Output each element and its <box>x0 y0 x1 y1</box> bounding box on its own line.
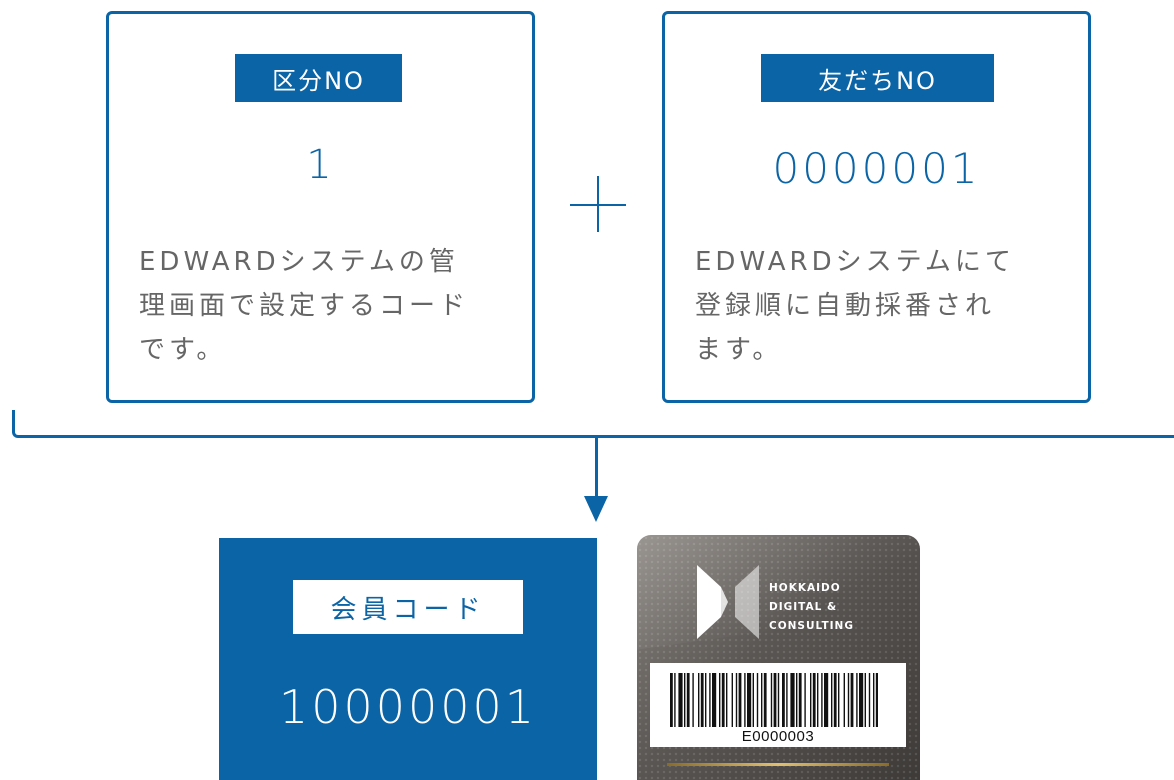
member-code-value: 10000001 <box>278 680 538 734</box>
barcode-area: E0000003 <box>650 663 906 747</box>
brand-line: HOKKAIDO <box>769 582 841 594</box>
description-line: EDWARDシステムにて <box>695 247 1015 277</box>
company-logo-icon <box>697 565 759 639</box>
class-no-value: 1 <box>306 142 335 188</box>
class-no-description: EDWARDシステムの管 理画面で設定するコード です。 <box>139 240 499 372</box>
friend-no-box: 友だちNO 0000001 EDWARDシステムにて 登録順に自動採番され ます… <box>662 11 1091 403</box>
friend-no-label: 友だちNO <box>761 54 994 102</box>
description-line: 理画面で設定するコード <box>139 291 470 321</box>
barcode-number: E0000003 <box>741 728 815 745</box>
description-line: ます。 <box>695 335 783 365</box>
description-line: です。 <box>139 335 227 365</box>
description-line: EDWARDシステムの管 <box>139 247 459 277</box>
combine-bracket <box>12 410 1174 438</box>
brand-line: CONSULTING <box>769 620 854 632</box>
plus-icon-vertical <box>597 176 599 232</box>
class-no-box: 区分NO 1 EDWARDシステムの管 理画面で設定するコード です。 <box>106 11 535 403</box>
card-gold-line <box>667 763 889 766</box>
card-brand: HOKKAIDO DIGITAL & CONSULTING <box>769 579 854 636</box>
member-code-label: 会員コード <box>293 580 523 634</box>
brand-line: DIGITAL & <box>769 601 838 613</box>
arrow-down-icon <box>584 496 608 522</box>
barcode-icon <box>670 673 878 727</box>
description-line: 登録順に自動採番され <box>695 291 996 321</box>
friend-no-description: EDWARDシステムにて 登録順に自動採番され ます。 <box>695 240 1055 372</box>
class-no-label: 区分NO <box>235 54 402 102</box>
member-card-image: HOKKAIDO DIGITAL & CONSULTING E0000003 <box>637 535 920 780</box>
friend-no-value: 0000001 <box>772 144 981 193</box>
member-code-panel: 会員コード 10000001 <box>219 538 597 780</box>
arrow-down-icon-stem <box>595 438 598 498</box>
